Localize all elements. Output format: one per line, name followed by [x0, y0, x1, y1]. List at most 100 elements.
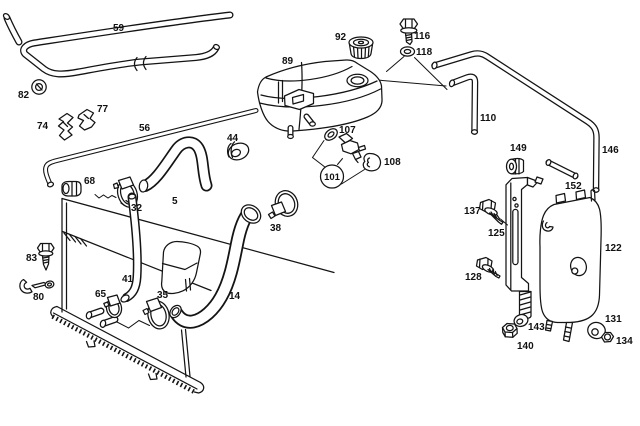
part-label-107: 107 — [339, 125, 356, 136]
line-segment — [142, 55, 147, 71]
grommet-82 — [31, 79, 47, 95]
part-label-146: 146 — [602, 145, 619, 156]
line-segment — [62, 121, 69, 128]
part-label-14: 14 — [229, 291, 241, 302]
line-segment — [184, 277, 192, 292]
part-label-143: 143 — [528, 322, 545, 333]
line-segment — [351, 150, 362, 161]
line-segment — [590, 189, 596, 202]
part-label-74: 74 — [37, 121, 49, 132]
line-segment — [516, 318, 524, 325]
baffle-panel — [160, 240, 202, 295]
line-segment — [46, 282, 53, 287]
pipe-56 — [43, 108, 259, 188]
line-segment — [77, 108, 96, 131]
part-label-5: 5 — [172, 196, 178, 207]
line-segment — [572, 172, 579, 180]
pipe-152 — [545, 159, 579, 180]
line-segment — [2, 13, 11, 20]
line-segment — [161, 262, 198, 271]
line-segment — [46, 181, 55, 188]
line-segment — [85, 311, 93, 320]
line-segment — [500, 218, 508, 226]
radiator — [50, 197, 335, 395]
clip-80 — [19, 278, 55, 294]
line-segment — [357, 144, 367, 152]
line-segment — [319, 164, 345, 189]
callout-lines-101 — [311, 140, 365, 185]
tank-bracket-boss — [277, 79, 315, 111]
line-segment — [140, 138, 211, 191]
line-segment — [212, 43, 221, 51]
line-segment — [508, 162, 515, 171]
part-label-77: 77 — [97, 104, 109, 115]
line-segment — [404, 18, 413, 30]
line-segment — [21, 12, 233, 77]
line-segment — [112, 182, 120, 190]
line-segment — [352, 45, 370, 59]
line-segment — [450, 74, 477, 134]
line-segment — [591, 328, 599, 336]
line-segment — [38, 250, 54, 257]
line-segment — [106, 294, 121, 307]
line-segment — [431, 61, 438, 70]
line-segment — [127, 193, 137, 200]
line-segment — [99, 319, 107, 328]
part-label-35: 35 — [157, 290, 169, 301]
line-segment — [171, 307, 180, 316]
hose-110 — [448, 73, 479, 135]
line-segment — [94, 194, 117, 199]
sensor-101 — [338, 132, 367, 164]
line-segment — [504, 331, 514, 338]
hose-59-ferrule — [133, 55, 147, 72]
part-label-108: 108 — [384, 157, 401, 168]
bracket-125 — [505, 176, 544, 320]
washer-143 — [513, 313, 529, 328]
line-segment — [414, 57, 448, 90]
line-segment — [366, 157, 371, 168]
leader-lines-tank — [376, 56, 448, 90]
part-label-68: 68 — [84, 176, 96, 187]
hose-59 — [2, 11, 234, 78]
line-segment — [541, 220, 554, 232]
line-segment — [490, 211, 501, 220]
reservoir-tank-122 — [539, 189, 602, 343]
line-segment — [243, 207, 259, 221]
line-segment — [470, 129, 479, 135]
part-label-128: 128 — [465, 272, 482, 283]
leader-line-65-35 — [116, 319, 150, 329]
part-label-125: 125 — [488, 228, 505, 239]
line-segment — [265, 65, 353, 82]
line-segment — [117, 176, 135, 190]
line-segment — [354, 158, 359, 164]
line-segment — [291, 93, 305, 105]
line-segment — [432, 51, 599, 192]
line-segment — [311, 140, 326, 168]
tank-bottom-stubs — [287, 113, 316, 140]
callout-balloon-101: 101 — [319, 164, 345, 189]
radiator-serration — [51, 314, 197, 395]
line-segment — [61, 197, 335, 274]
line-segment — [193, 381, 205, 394]
part-label-118: 118 — [416, 47, 433, 58]
line-segment — [505, 324, 514, 332]
part-label-152: 152 — [565, 181, 582, 192]
line-segment — [145, 297, 163, 313]
line-segment — [44, 109, 258, 186]
hose-41 — [120, 192, 142, 303]
line-segment — [341, 169, 365, 185]
line-segment — [83, 113, 90, 120]
line-segment — [403, 48, 412, 55]
expansion-tank-89 — [256, 59, 383, 140]
clip-77 — [77, 108, 96, 131]
line-segment — [256, 59, 383, 132]
line-segment — [85, 340, 158, 381]
part-label-122: 122 — [605, 243, 622, 254]
line-segment — [43, 108, 259, 187]
line-segment — [448, 79, 456, 88]
part-label-134: 134 — [616, 336, 633, 347]
hose-5 — [138, 136, 213, 193]
screw-83 — [36, 242, 55, 271]
